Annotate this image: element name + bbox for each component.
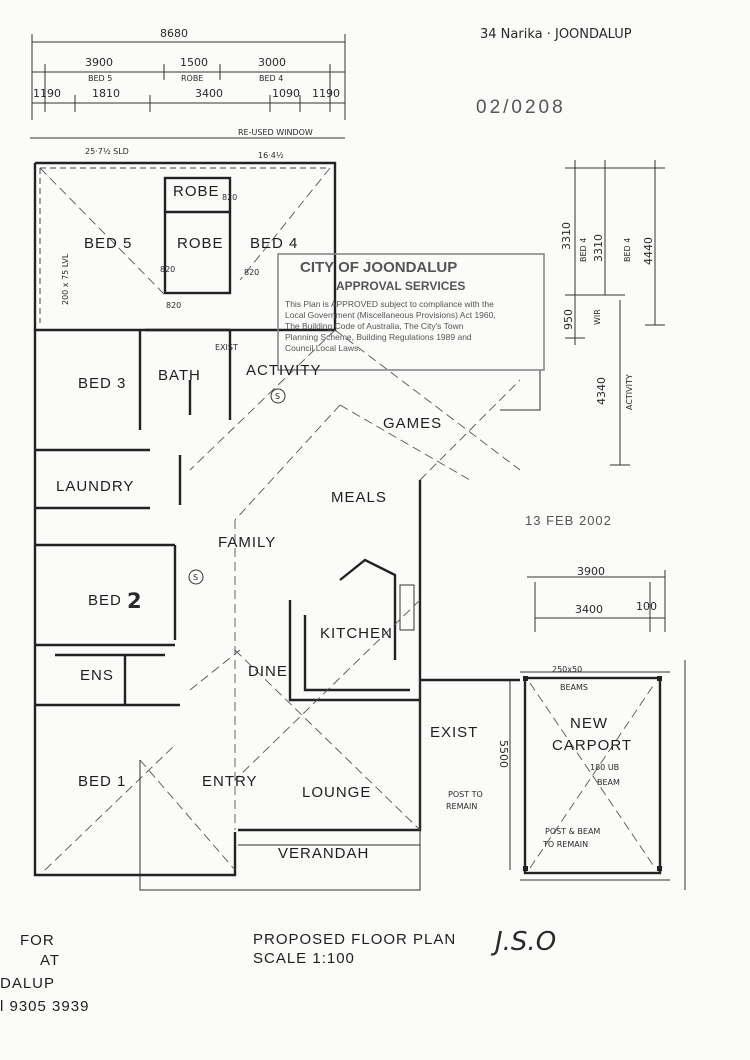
dim-right-4: 950 <box>562 309 575 330</box>
footer-line-2: AT <box>40 952 61 969</box>
note-beams: BEAMS <box>560 683 588 692</box>
footer-line-3: DALUP <box>0 975 56 992</box>
room-meals: MEALS <box>331 489 387 506</box>
stamp-line-6: Planning Scheme, Building Regulations 19… <box>285 332 472 342</box>
note-door-820-b: 820 <box>160 265 175 274</box>
room-laundry: LAUNDRY <box>56 478 134 495</box>
note-post-remain-1: POST TO <box>448 790 483 799</box>
title-scale: SCALE 1:100 <box>253 950 355 967</box>
file-number: 02/0208 <box>476 97 566 118</box>
note-beam-250: 250x50 <box>552 665 582 674</box>
reused-window-note: RE-USED WINDOW <box>238 128 313 137</box>
room-bed-3: BED 3 <box>78 375 126 392</box>
room-kitchen: KITCHEN <box>320 625 393 642</box>
dim-carport-depth: 5500 <box>497 740 510 768</box>
dim-overall: 8680 <box>160 27 188 40</box>
top-dimension-lines <box>30 34 346 139</box>
note-door-820-d: 820 <box>166 301 181 310</box>
carport-dimension-lines <box>509 570 666 870</box>
note-post-remain-2: REMAIN <box>446 802 477 811</box>
dim-right-3: 4440 <box>642 237 655 265</box>
dim-right-2: 3310 <box>592 234 605 262</box>
stamp-line-5: The Building Code of Australia, The City… <box>285 321 464 331</box>
room-robe-1: ROBE <box>173 183 220 200</box>
room-family: FAMILY <box>218 534 276 551</box>
note-ub: 180 UB <box>590 763 619 772</box>
approval-stamp: CITY OF JOONDALUP APPROVAL SERVICES This… <box>277 253 545 371</box>
room-bed-1: BED 1 <box>78 773 126 790</box>
footer-line-4: l 9305 3939 <box>0 998 90 1015</box>
dim-right-1: 3310 <box>560 222 573 250</box>
note-lvl: 200 x 75 LVL <box>61 253 70 305</box>
dim-row2-b: 1810 <box>92 87 120 100</box>
stamp-line-1: CITY OF JOONDALUP <box>300 259 457 276</box>
dim-row2-d: 1090 <box>272 87 300 100</box>
footer-line-1: FOR <box>20 932 55 949</box>
title-signature: J.S.O <box>490 927 556 957</box>
room-ens: ENS <box>80 667 114 684</box>
room-bed-2-number: 2 <box>127 589 142 613</box>
stamp-line-4: Local Government (Miscellaneous Provisio… <box>285 310 496 320</box>
note-door-820-c: 820 <box>244 268 259 277</box>
room-dine: DINE <box>248 663 288 680</box>
room-bath: BATH <box>158 367 201 384</box>
smoke-mark-2: S <box>193 573 198 582</box>
title-proposed-floor-plan: PROPOSED FLOOR PLAN <box>253 931 456 948</box>
dim-row2-a: 1190 <box>33 87 61 100</box>
note-post-beam-1: POST & BEAM <box>545 827 600 836</box>
room-exist-small: EXIST <box>215 343 238 352</box>
dim-row1-sub-b: ROBE <box>181 74 203 83</box>
address-note: 34 Narika · JOONDALUP <box>480 27 632 42</box>
smoke-mark-1: S <box>275 392 280 401</box>
right-dimension-lines <box>565 160 665 466</box>
room-new-carport-2: CARPORT <box>552 737 632 754</box>
room-new-carport-1: NEW <box>570 715 608 732</box>
room-bed-2: BED <box>88 592 122 609</box>
dim-row1-sub-c: BED 4 <box>259 74 283 83</box>
room-exist: EXIST <box>430 724 478 741</box>
room-robe-2: ROBE <box>177 235 224 252</box>
room-bed-5: BED 5 <box>84 235 132 252</box>
window-right-note: 16·4½ <box>258 151 284 160</box>
room-entry: ENTRY <box>202 773 258 790</box>
dim-right-4-label: WIR <box>593 309 602 325</box>
note-post-beam-2: TO REMAIN <box>542 840 588 849</box>
dim-right-2-label: BED 4 <box>623 238 632 262</box>
dim-row1-c: 3000 <box>258 56 286 69</box>
note-beam: BEAM <box>597 778 620 787</box>
dim-row2-e: 1190 <box>312 87 340 100</box>
dim-row1-a: 3900 <box>85 56 113 69</box>
window-left-note: 25·7½ SLD <box>85 147 129 156</box>
stamp-line-3: This Plan is APPROVED subject to complia… <box>285 299 494 309</box>
room-lounge: LOUNGE <box>302 784 371 801</box>
note-door-820-a: 820 <box>222 193 237 202</box>
carport-structure <box>419 660 686 890</box>
dim-row1-b: 1500 <box>180 56 208 69</box>
room-activity: ACTIVITY <box>246 362 322 379</box>
dim-right-5: 4340 <box>595 377 608 405</box>
dim-right-1-label: BED 4 <box>579 238 588 262</box>
dim-row1-sub-a: BED 5 <box>88 74 112 83</box>
room-games: GAMES <box>383 415 442 432</box>
dim-carport-top: 3900 <box>577 565 605 578</box>
dim-carport-side: 100 <box>636 600 657 613</box>
room-verandah: VERANDAH <box>278 845 369 862</box>
stamp-line-2: APPROVAL SERVICES <box>336 279 465 293</box>
dim-row2-c: 3400 <box>195 87 223 100</box>
dim-right-5-label: ACTIVITY <box>625 374 634 410</box>
date-stamp: 13 FEB 2002 <box>525 513 612 528</box>
stamp-line-7: Council Local Laws. <box>285 343 361 353</box>
room-bed-4: BED 4 <box>250 235 298 252</box>
dim-carport-inner: 3400 <box>575 603 603 616</box>
